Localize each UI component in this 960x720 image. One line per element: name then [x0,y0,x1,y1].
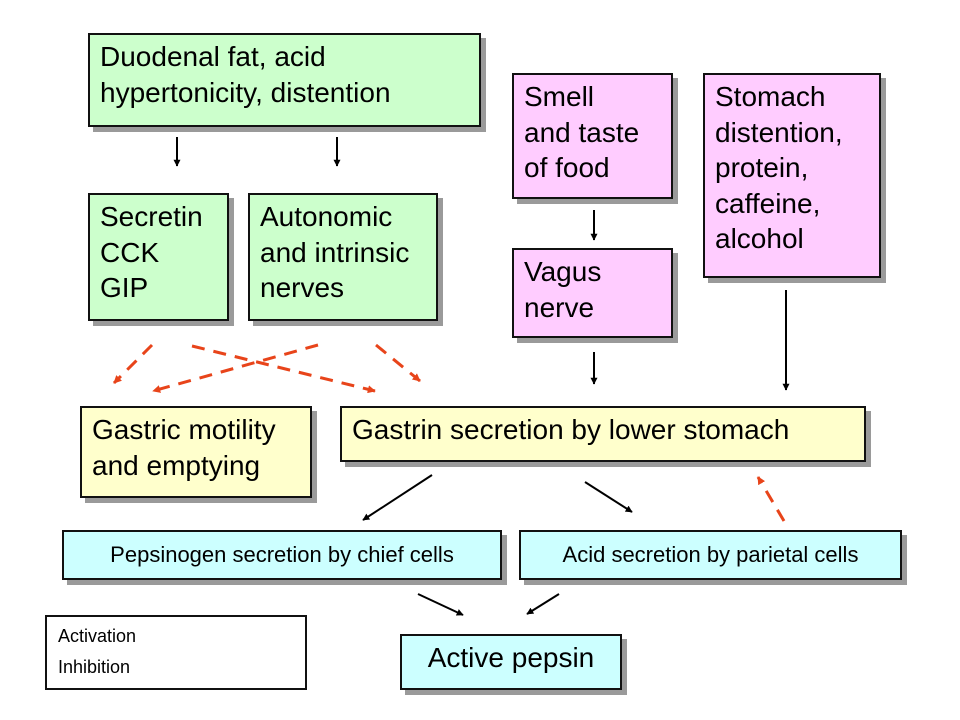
gastric-motility-box: Gastric motility and emptying [80,406,312,498]
gastrin-secretion-box: Gastrin secretion by lower stomach [340,406,866,462]
arrow-gastrin-to-acid [584,481,633,513]
legend-inhibition-label: Inhibition [58,657,131,677]
acid-secretion-box: Acid secretion by parietal cells [519,530,902,580]
smell-taste-box: Smell and taste of food [512,73,673,199]
secretin-cck-gip-box: Secretin CCK GIP [88,193,229,321]
inhibit-secretin-to-motility [112,343,154,385]
inhibit-secretin-to-gastrin [191,344,376,394]
legend-activation-label: Activation [58,626,137,646]
duodenal-stimuli-box: Duodenal fat, acid hypertonicity, disten… [88,33,481,127]
autonomic-nerves-box: Autonomic and intrinsic nerves [248,193,438,321]
arrow-pepsinogen-to-pepsin [417,593,464,616]
arrow-gastrin-to-pepsinogen [362,474,433,521]
inhibit-acid-to-gastrin [756,476,786,522]
vagus-nerve-box: Vagus nerve [512,248,673,338]
arrow-acid-to-pepsin [526,593,560,615]
inhibit-autonomic-to-gastrin [375,343,421,383]
stomach-distention-box: Stomach distention, protein, caffeine, a… [703,73,881,278]
legend: Activation Inhibition [45,615,307,690]
pepsinogen-secretion-box: Pepsinogen secretion by chief cells [62,530,502,580]
active-pepsin-box: Active pepsin [400,634,622,690]
inhibit-autonomic-to-motility [152,343,319,393]
